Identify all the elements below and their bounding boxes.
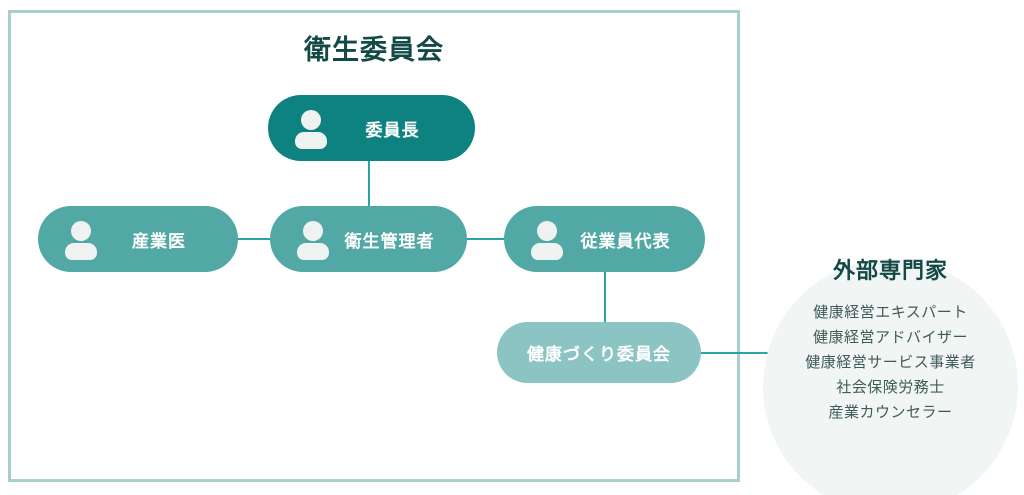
connector-employee-to-wellness <box>604 270 606 322</box>
node-chair-label: 委員長 <box>365 120 420 140</box>
list-item: 健康経営アドバイザー <box>812 329 968 346</box>
person-icon <box>530 220 564 260</box>
node-employee-representative[interactable]: 従業員代表 <box>504 206 705 272</box>
list-item: 産業カウンセラー <box>828 404 953 421</box>
list-item: 社会保険労務士 <box>836 379 945 396</box>
node-chair[interactable]: 委員長 <box>268 95 475 161</box>
committee-frame <box>8 10 740 482</box>
person-icon <box>296 220 330 260</box>
node-wellness-committee-label: 健康づくり委員会 <box>527 345 671 364</box>
list-item: 健康経営エキスパート <box>813 304 968 321</box>
connector-manager-to-employee <box>466 238 505 240</box>
node-health-manager[interactable]: 衛生管理者 <box>270 206 467 272</box>
external-experts-title: 外部専門家 <box>832 258 948 283</box>
node-health-manager-label: 衛生管理者 <box>344 231 435 251</box>
connector-doctor-to-manager <box>236 238 272 240</box>
node-wellness-committee[interactable]: 健康づくり委員会 <box>497 322 701 383</box>
external-experts-circle <box>763 259 1018 495</box>
node-employee-representative-label: 従業員代表 <box>580 231 671 251</box>
list-item: 健康経営サービス事業者 <box>805 354 976 371</box>
person-icon <box>294 109 328 149</box>
node-occupational-physician[interactable]: 産業医 <box>38 206 238 272</box>
page-title: 衛生委員会 <box>304 35 444 65</box>
node-occupational-physician-label: 産業医 <box>132 231 186 251</box>
external-experts-list: 健康経営エキスパート 健康経営アドバイザー 健康経営サービス事業者 社会保険労務… <box>763 300 1018 425</box>
person-icon <box>64 220 98 260</box>
connector-chair-to-manager <box>368 158 370 210</box>
connector-wellness-to-experts <box>700 352 792 354</box>
